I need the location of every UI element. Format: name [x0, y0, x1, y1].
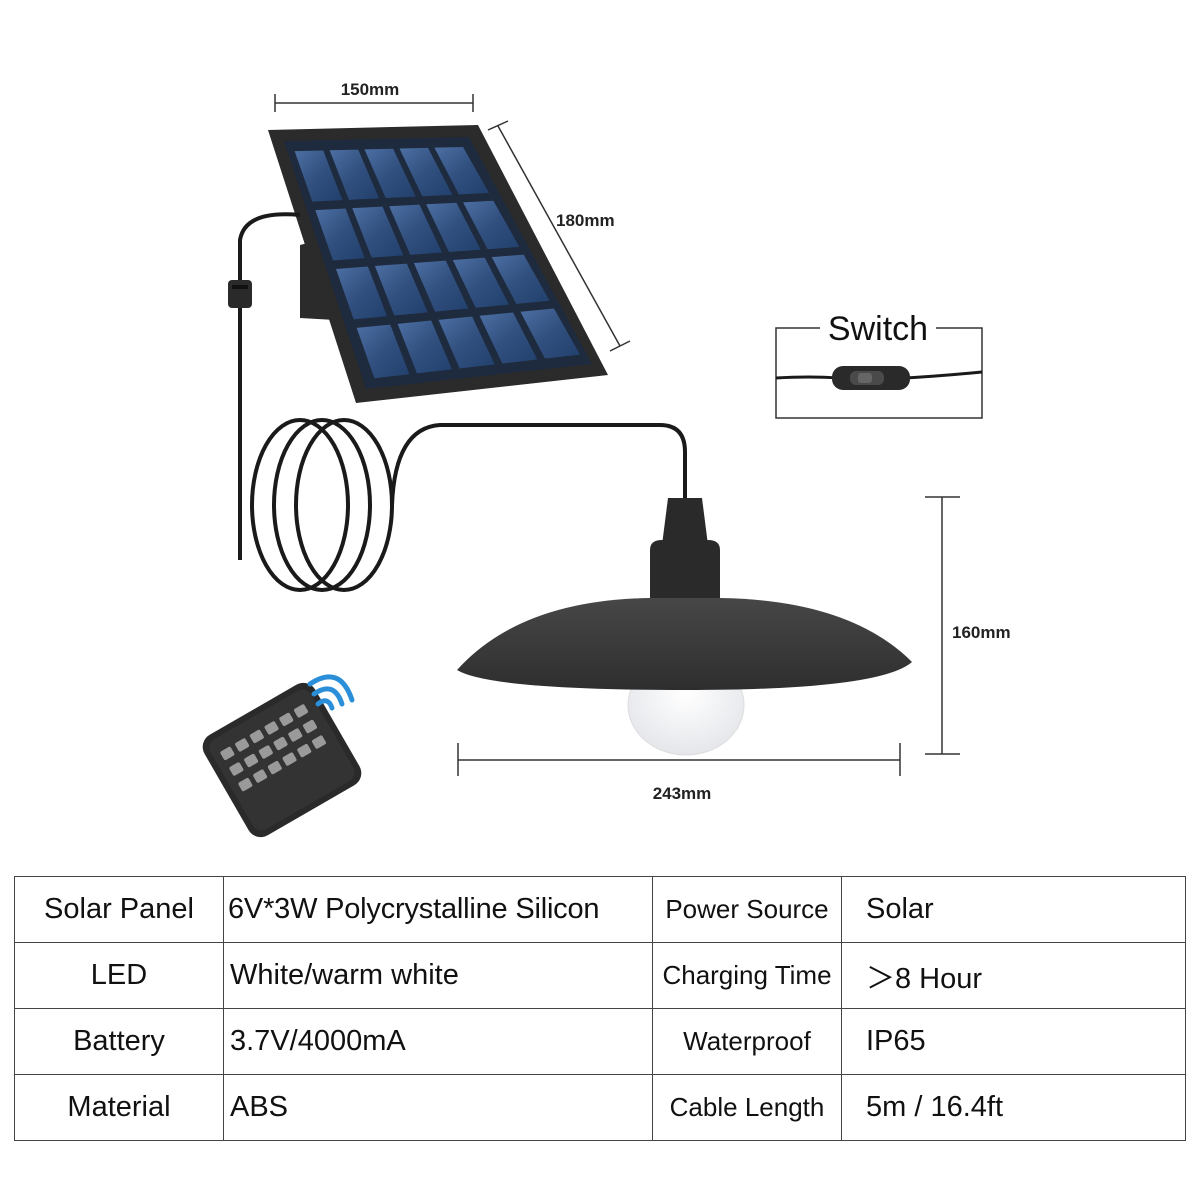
remote-button [249, 729, 264, 744]
remote-button [253, 769, 268, 783]
spec-value: Solar [841, 876, 1186, 943]
solar-cell [438, 316, 495, 369]
remote-button [229, 762, 244, 776]
solar-cell [491, 254, 550, 304]
remote-buttons [220, 704, 326, 792]
spec-label: Cable Length [652, 1074, 842, 1141]
spec-label: LED [14, 942, 224, 1009]
spec-value: ＞8 Hour [841, 942, 1186, 1009]
solar-cell [397, 320, 452, 374]
remote-button [258, 745, 273, 759]
solar-cell [329, 149, 380, 200]
spec-value: ABS [223, 1074, 653, 1141]
solar-cell [520, 308, 580, 359]
spec-value: 6V*3W Polycrystalline Silicon [223, 876, 653, 943]
panel-width-dimension: 150mm [274, 80, 474, 112]
lamp-width-label: 243mm [653, 784, 712, 803]
spec-label: Battery [14, 1008, 224, 1075]
solar-cell [479, 312, 538, 364]
remote-button [303, 719, 317, 734]
solar-cell [389, 204, 443, 255]
switch-label: Switch [828, 310, 928, 348]
remote-button [264, 721, 279, 735]
solar-panel [268, 125, 608, 403]
table-row: LED White/warm white Charging Time ＞8 Ho… [14, 942, 1186, 1009]
spec-label: Power Source [652, 876, 842, 943]
lamp-height-label: 160mm [952, 623, 1011, 642]
switch-callout: Switch [775, 310, 983, 419]
table-row: Material ABS Cable Length 5m / 16.4ft [14, 1074, 1186, 1141]
panel-height-dimension: 180mm [487, 120, 631, 352]
solar-cell [356, 324, 410, 379]
solar-cell [352, 206, 404, 258]
remote-button [282, 752, 297, 766]
remote-button [297, 744, 312, 758]
lamp-width-dimension: 243mm [457, 743, 901, 803]
solar-cell [374, 263, 428, 316]
remote-button [220, 746, 235, 761]
table-row: Battery 3.7V/4000mA Waterproof IP65 [14, 1008, 1186, 1075]
remote-button [235, 738, 250, 752]
remote-button [279, 712, 294, 727]
cable [238, 212, 687, 592]
remote-button [294, 704, 308, 718]
solar-cell [294, 150, 343, 202]
pendant-lamp [457, 498, 912, 756]
spec-value: 5m / 16.4ft [841, 1074, 1186, 1141]
solar-cell [426, 202, 481, 253]
solar-cell [335, 266, 388, 320]
wifi-signal-icon [307, 674, 355, 711]
product-illustration: 150mm 180mm Switch [202, 80, 1011, 838]
remote-button [238, 778, 253, 792]
remote-button [273, 736, 288, 751]
remote-button [312, 735, 326, 749]
lamp-height-dimension: 160mm [925, 496, 1011, 755]
solar-cells [294, 146, 580, 379]
spec-label: Material [14, 1074, 224, 1141]
spec-label: Charging Time [652, 942, 842, 1009]
solar-cell [399, 147, 453, 197]
panel-height-label: 180mm [556, 211, 615, 230]
specifications-table: Solar Panel 6V*3W Polycrystalline Silico… [14, 876, 1186, 1141]
solar-cell [434, 146, 490, 195]
remote-button [267, 761, 282, 775]
remote-control [202, 674, 362, 838]
cable-connector [228, 280, 252, 308]
solar-cell [463, 200, 520, 250]
remote-button [288, 728, 303, 742]
solar-cell [315, 208, 365, 261]
spec-value: IP65 [841, 1008, 1186, 1075]
panel-width-label: 150mm [341, 80, 400, 99]
solar-cell [413, 260, 469, 312]
solar-cell [452, 257, 509, 308]
solar-cell [364, 148, 416, 199]
spec-value: White/warm white [223, 942, 653, 1009]
spec-value: 3.7V/4000mA [223, 1008, 653, 1075]
table-row: Solar Panel 6V*3W Polycrystalline Silico… [14, 876, 1186, 943]
spec-label: Solar Panel [14, 876, 224, 943]
remote-button [244, 753, 259, 768]
spec-label: Waterproof [652, 1008, 842, 1075]
